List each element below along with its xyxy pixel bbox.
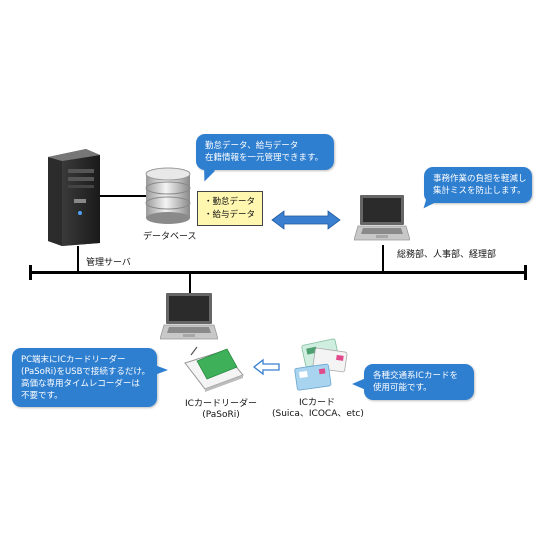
card-reader-callout-line-2: (PaSoRi)をUSBで接続するだけ。	[21, 367, 150, 377]
database-data-note: ・勤怠データ ・給与データ	[197, 191, 263, 226]
network-endcap-left	[29, 265, 32, 280]
departments-callout-line-2: 集計ミスを防止します。	[433, 186, 526, 196]
card-reader-callout-line-3: 高価な専用タイムレコーダーは	[21, 379, 140, 389]
card-reader-label: ICカードリーダー (PaSoRi)	[183, 399, 259, 421]
card-reader-callout-line-4: 不要です。	[21, 391, 63, 401]
departments-callout-line-1: 事務作業の負担を軽減し	[433, 174, 527, 184]
ic-card-callout-line-1: 各種交通系ICカードを	[373, 371, 458, 381]
card-reader-callout: PC端末にICカードリーダー (PaSoRi)をUSBで接続するだけ。 高価な専…	[12, 348, 157, 407]
card-reader-label-line-1: ICカードリーダー	[185, 399, 257, 409]
ic-card-callout-tail	[352, 378, 366, 390]
database-icon	[145, 167, 191, 224]
server-db-line	[100, 195, 146, 197]
laptop-right-drop-line	[382, 245, 384, 273]
card-to-reader-arrow-icon	[253, 358, 280, 376]
departments-callout: 事務作業の負担を軽減し 集計ミスを防止します。	[424, 167, 532, 203]
ic-card-callout-line-2: 使用可能です。	[373, 383, 432, 393]
network-line	[30, 271, 527, 274]
database-callout: 勤怠データ、給与データ 在籍情報を一元管理できます。	[196, 134, 334, 170]
note-line-attendance: ・勤怠データ	[204, 197, 256, 207]
database-callout-line-1: 勤怠データ、給与データ	[205, 141, 299, 151]
database-label: データベース	[143, 232, 197, 242]
ic-card-label-line-2: (Suica、ICOCA、etc)	[272, 409, 364, 419]
ic-card-callout: 各種交通系ICカードを 使用可能です。	[364, 364, 474, 400]
card-reader-callout-line-1: PC端末にICカードリーダー	[21, 355, 126, 365]
departments-label: 総務部、人事部、経理部	[397, 250, 497, 260]
card-reader-icon	[184, 346, 244, 392]
card-reader-label-line-2: (PaSoRi)	[202, 410, 240, 420]
server-drop-line	[77, 246, 79, 273]
ic-card-label: ICカード (Suica、ICOCA、etc)	[272, 398, 364, 420]
department-laptop-icon	[354, 195, 410, 241]
card-reader-callout-tail	[152, 364, 168, 376]
server-tower-icon	[48, 149, 100, 246]
ic-cards-icon	[294, 338, 348, 391]
network-endcap-right	[524, 265, 527, 280]
sync-double-arrow-icon	[271, 210, 341, 230]
laptop-center-drop-line	[189, 273, 191, 295]
note-line-salary: ・給与データ	[204, 210, 256, 220]
database-callout-line-2: 在籍情報を一元管理できます。	[205, 153, 324, 163]
pc-terminal-laptop-icon	[160, 293, 218, 340]
server-label: 管理サーバ	[86, 258, 131, 268]
ic-card-label-line-1: ICカード	[299, 398, 335, 408]
